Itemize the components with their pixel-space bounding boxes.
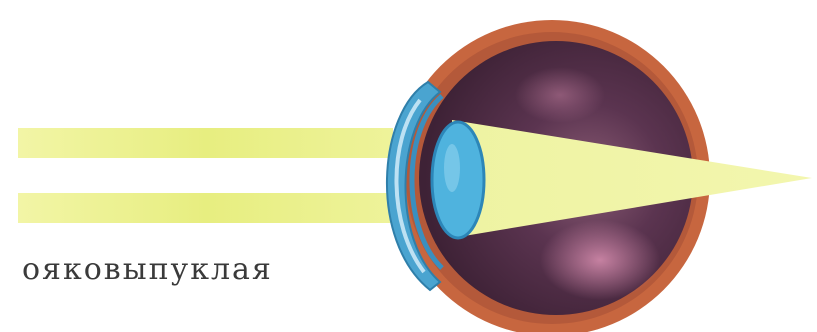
retina-spot-upper: [515, 67, 605, 123]
caption-lens-type: ояковыпуклая: [22, 252, 273, 287]
incoming-ray-top: [18, 128, 393, 158]
retina-spot: [540, 220, 660, 300]
incoming-ray-bottom: [18, 193, 393, 223]
crystalline-lens-shine: [444, 144, 460, 192]
